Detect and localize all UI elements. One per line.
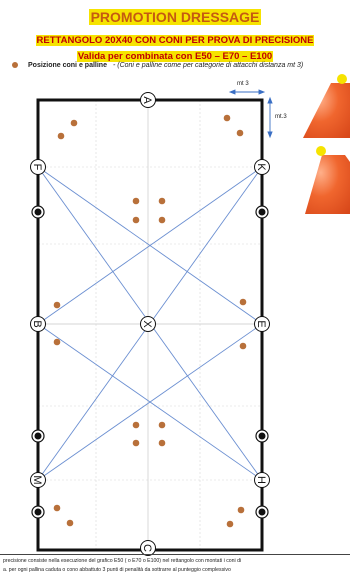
ball-marker <box>71 120 78 127</box>
cone-icon <box>305 146 350 214</box>
black-dot-icon <box>32 506 44 518</box>
footer-line-1: precisione consiste nella esecuzione del… <box>3 557 347 566</box>
letter-left-bottom: M <box>31 475 43 484</box>
black-dot-icon <box>256 206 268 218</box>
ball-marker <box>224 115 231 122</box>
ball-marker <box>58 133 65 140</box>
letter-center: X <box>141 320 153 328</box>
ball-marker <box>240 299 247 306</box>
ball-marker <box>159 440 166 447</box>
ball-marker <box>240 343 247 350</box>
letter-right-top: K <box>255 163 267 171</box>
letter-marker-left-middle: B <box>31 317 46 332</box>
black-dot-icon <box>256 506 268 518</box>
letter-marker-right-top: K <box>255 160 270 175</box>
letter-left-top: F <box>31 164 43 171</box>
measure-vertical: mt.3 <box>275 114 287 120</box>
letter-marker-right-bottom: H <box>255 473 270 488</box>
ball-marker <box>159 422 166 429</box>
letter-marker-left-bottom: M <box>31 473 46 488</box>
measure-arrows <box>230 90 272 137</box>
side-markers <box>32 206 268 518</box>
letter-right-middle: E <box>255 320 267 327</box>
ball-marker <box>133 422 140 429</box>
ball-marker <box>133 217 140 224</box>
letter-marker-top: A <box>141 93 156 108</box>
letter-marker-left-top: F <box>31 160 46 175</box>
ball-marker <box>133 440 140 447</box>
letter-left-middle: B <box>31 320 43 327</box>
ball-marker <box>54 302 61 309</box>
letter-top: A <box>141 96 153 104</box>
black-dot-icon <box>256 430 268 442</box>
footer-note: precisione consiste nella esecuzione del… <box>0 554 350 585</box>
ball-marker <box>133 198 140 205</box>
ball-marker <box>54 339 61 346</box>
letter-marker-center: X <box>141 317 156 332</box>
ball-marker <box>54 505 61 512</box>
ball-marker <box>67 520 74 527</box>
cone-icon <box>303 74 350 138</box>
ball-marker <box>237 130 244 137</box>
black-dot-icon <box>32 430 44 442</box>
measure-horizontal: mt 3 <box>237 81 249 87</box>
letter-bottom: C <box>141 544 153 552</box>
ball-marker <box>159 217 166 224</box>
black-dot-icon <box>32 206 44 218</box>
ball-marker <box>227 521 234 528</box>
letter-right-bottom: H <box>255 476 267 484</box>
letter-marker-right-middle: E <box>255 317 270 332</box>
footer-line-2: a. per ogni pallina caduta o cono abbatt… <box>3 566 347 575</box>
ball-marker <box>238 507 245 514</box>
ball-marker <box>159 198 166 205</box>
